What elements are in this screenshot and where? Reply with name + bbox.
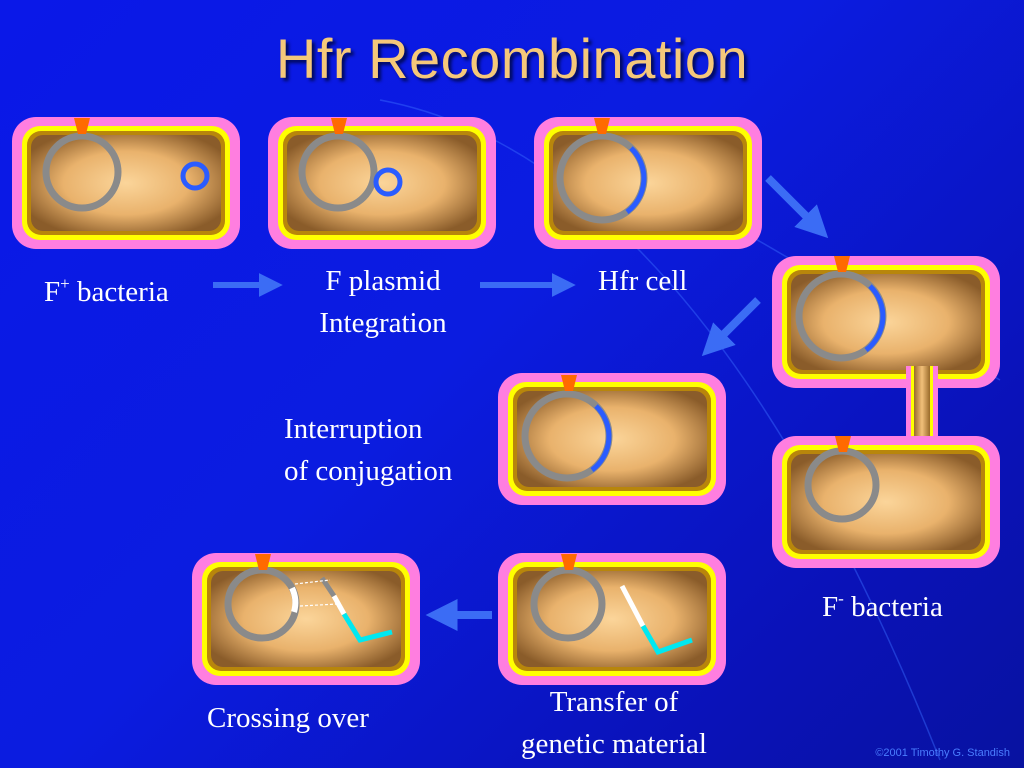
label-hfr-cell: Hfr cell (598, 265, 688, 297)
label-interruption: Interruption of conjugation (284, 413, 453, 487)
f-plasmid (373, 167, 403, 197)
cell-f-plasmid-integration (268, 117, 496, 249)
transferred-dna (341, 612, 393, 643)
cell-hfr (534, 117, 762, 249)
cell-crossing-over (192, 553, 420, 685)
origin-marker (331, 118, 347, 134)
origin-marker (835, 436, 851, 452)
slide-title: Hfr Recombination (275, 27, 749, 90)
origin-marker (255, 554, 271, 570)
cell-interrupted (498, 373, 726, 505)
origin-marker (74, 118, 90, 134)
cell-transfer (498, 553, 726, 685)
integrated-plasmid (864, 284, 886, 353)
transferred-dna-segment (619, 584, 646, 628)
origin-marker (834, 256, 850, 272)
chromosome (298, 132, 378, 212)
cell-f-minus (772, 436, 1000, 568)
f-plasmid (180, 161, 210, 191)
incoming-dna-grey (319, 576, 337, 598)
transferred-dna (640, 624, 693, 656)
integrated-plasmid (625, 146, 647, 215)
chromosome-break (289, 586, 299, 613)
label-f-minus-bacteria: F- bacteria (822, 589, 943, 623)
cell-hfr-conjugating (772, 256, 1000, 388)
integrated-plasmid (590, 404, 612, 473)
label-f-plus-bacteria: F+ bacteria (44, 274, 169, 308)
arrow-down-left (701, 297, 761, 357)
origin-marker (561, 554, 577, 570)
cell-f-plus (12, 117, 240, 249)
crossover-line (294, 579, 331, 585)
label-transfer: Transfer of genetic material (521, 686, 707, 760)
incoming-dna-white (331, 594, 347, 616)
origin-marker (561, 375, 577, 391)
arrow-down-right (765, 175, 829, 239)
origin-marker (594, 118, 610, 134)
crossover-line (299, 603, 339, 607)
chromosome (42, 132, 122, 212)
copyright-notice: ©2001 Timothy G. Standish (875, 747, 1010, 759)
label-crossing-over: Crossing over (207, 702, 369, 734)
label-f-plasmid-integration: F plasmid Integration (319, 265, 447, 339)
